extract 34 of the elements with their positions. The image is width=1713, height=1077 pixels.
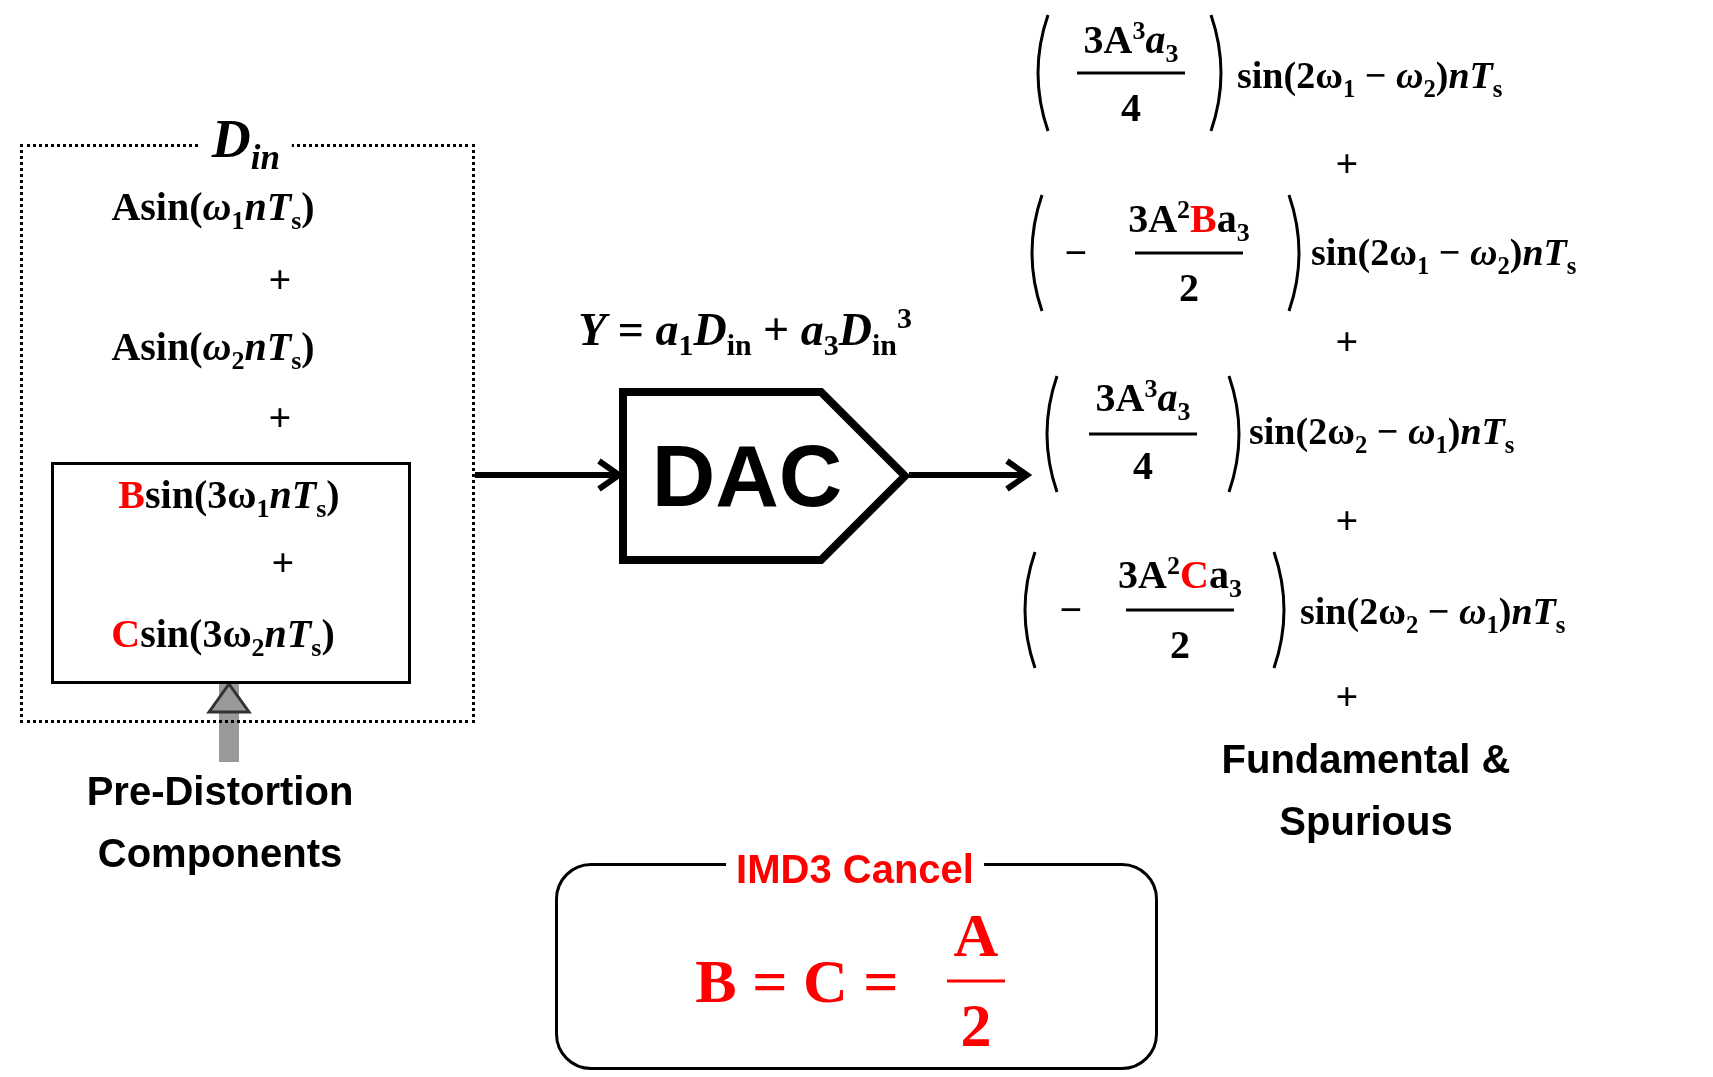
minus-sign: − <box>1059 588 1083 632</box>
numerator: 3A$^{3}$a$_{3}$ <box>1083 18 1179 62</box>
plus-sign: + <box>1335 499 1359 543</box>
denominator: 2 <box>1179 266 1199 310</box>
numerator: 3A$^{2}$Ba$_{3}$ <box>1128 197 1250 241</box>
output-label: Fundamental & Spurious <box>1220 736 1512 845</box>
formula-text: sin(2ω$_{2}$ − ω$_{1}$)nT$_{s}$ <box>1300 591 1566 633</box>
inner-box <box>51 462 411 684</box>
block-label: DAC <box>651 427 843 525</box>
plus-sign: + <box>268 396 292 440</box>
component-label: Pre-Distortion Components <box>85 768 355 877</box>
formula-text: sin(2ω$_{2}$ − ω$_{1}$)nT$_{s}$ <box>1249 411 1515 453</box>
formula-text: Csin(3ω$_{2}$nT$_{s}$) <box>111 612 335 656</box>
formula-text: Bsin(3ω$_{1}$nT$_{s}$) <box>118 473 340 517</box>
minus-sign: − <box>1064 231 1088 275</box>
formula-text: Asin(ω$_{2}$nT$_{s}$) <box>111 325 315 369</box>
numerator: A <box>953 900 999 970</box>
block-arrow <box>207 682 251 762</box>
formula-text: sin(2ω$_{1}$ − ω$_{2}$)nT$_{s}$ <box>1311 232 1577 274</box>
plus-sign: + <box>1335 675 1359 719</box>
denominator: 2 <box>960 990 992 1060</box>
plus-sign: + <box>271 541 295 585</box>
condition-formula: B = C = <box>695 946 899 1016</box>
arrow <box>909 458 1030 492</box>
denominator: 2 <box>1170 623 1190 667</box>
formula-text: Asin(ω$_{1}$nT$_{s}$) <box>111 185 315 229</box>
plus-sign: + <box>1335 320 1359 364</box>
denominator: 4 <box>1133 444 1153 488</box>
numerator: 3A$^{2}$Ca$_{3}$ <box>1118 553 1242 597</box>
numerator: 3A$^{3}$a$_{3}$ <box>1095 376 1191 420</box>
plus-sign: + <box>1335 142 1359 186</box>
denominator: 4 <box>1121 86 1141 130</box>
plus-sign: + <box>268 258 292 302</box>
formula-text: sin(2ω$_{1}$ − ω$_{2}$)nT$_{s}$ <box>1237 55 1503 97</box>
